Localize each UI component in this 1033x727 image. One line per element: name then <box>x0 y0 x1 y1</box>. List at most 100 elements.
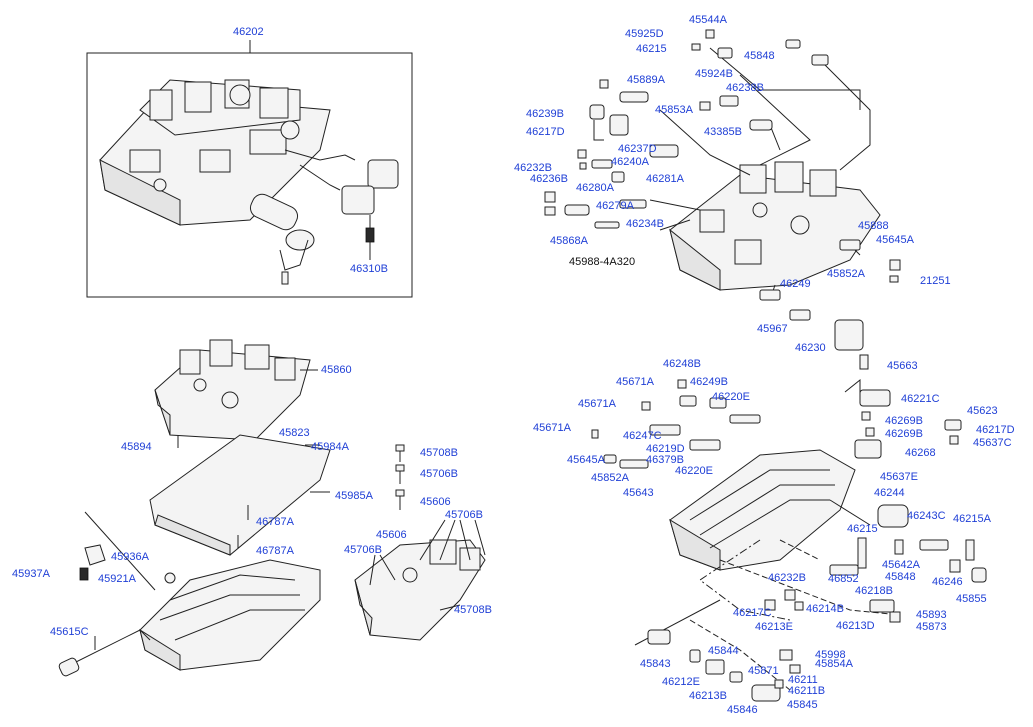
part-label-45925D[interactable]: 45925D <box>625 28 664 40</box>
part-label-45823[interactable]: 45823 <box>279 427 310 439</box>
part-label-46212E[interactable]: 46212E <box>662 676 700 688</box>
part-label-45984A[interactable]: 45984A <box>311 441 349 453</box>
part-label-45846[interactable]: 45846 <box>727 704 758 716</box>
part-label-46217C[interactable]: 46217C <box>733 607 772 619</box>
part-label-45873[interactable]: 45873 <box>916 621 947 633</box>
part-label-45985A[interactable]: 45985A <box>335 490 373 502</box>
part-label-45615C[interactable]: 45615C <box>50 626 89 638</box>
part-label-45645A-1[interactable]: 45645A <box>876 234 914 246</box>
part-label-46217D-2[interactable]: 46217D <box>976 424 1015 436</box>
part-label-46213E[interactable]: 46213E <box>755 621 793 633</box>
part-label-45852A-1[interactable]: 45852A <box>827 268 865 280</box>
part-label-46244[interactable]: 46244 <box>874 487 905 499</box>
part-label-46232B-2[interactable]: 46232B <box>768 572 806 584</box>
part-label-46249-1[interactable]: 46249 <box>780 278 811 290</box>
part-label-46240A[interactable]: 46240A <box>611 156 649 168</box>
part-label-45921A[interactable]: 45921A <box>98 573 136 585</box>
part-label-45843[interactable]: 45843 <box>640 658 671 670</box>
part-label-46379B[interactable]: 46379B <box>646 454 684 466</box>
part-label-46213D[interactable]: 46213D <box>836 620 875 632</box>
part-label-45924B[interactable]: 45924B <box>695 68 733 80</box>
part-label-46213B[interactable]: 46213B <box>689 690 727 702</box>
part-label-45606-2[interactable]: 45606 <box>376 529 407 541</box>
part-label-46268[interactable]: 46268 <box>905 447 936 459</box>
part-label-45706B-3[interactable]: 45706B <box>344 544 382 556</box>
part-label-46269B-1[interactable]: 46269B <box>885 415 923 427</box>
part-label-46215-1[interactable]: 46215 <box>636 43 667 55</box>
part-label-46202[interactable]: 46202 <box>233 26 264 38</box>
part-label-45544A[interactable]: 45544A <box>689 14 727 26</box>
part-label-46237D[interactable]: 46237D <box>618 143 657 155</box>
part-label-45606-1[interactable]: 45606 <box>420 496 451 508</box>
part-label-45708B-1[interactable]: 45708B <box>420 447 458 459</box>
part-label-45848-2[interactable]: 45848 <box>885 571 916 583</box>
part-label-45623[interactable]: 45623 <box>967 405 998 417</box>
part-label-45988-4A320[interactable]: 45988-4A320 <box>569 256 636 268</box>
part-label-45671A-2[interactable]: 45671A <box>578 398 616 410</box>
part-label-45645A-2[interactable]: 45645A <box>567 454 605 466</box>
part-label-46211B[interactable]: 46211B <box>788 685 826 697</box>
part-label-45855[interactable]: 45855 <box>956 593 987 605</box>
part-label-46219D[interactable]: 46219D <box>646 443 685 455</box>
part-label-45888[interactable]: 45888 <box>858 220 889 232</box>
part-label-45967[interactable]: 45967 <box>757 323 788 335</box>
part-label-46280A[interactable]: 46280A <box>576 182 614 194</box>
part-label-46281A[interactable]: 46281A <box>646 173 684 185</box>
part-label-46248B[interactable]: 46248B <box>663 358 701 370</box>
part-label-45894[interactable]: 45894 <box>121 441 152 453</box>
part-label-46310B[interactable]: 46310B <box>350 263 388 275</box>
part-label-45637E[interactable]: 45637E <box>880 471 918 483</box>
part-label-46236B[interactable]: 46236B <box>530 173 568 185</box>
part-label-45848-1[interactable]: 45848 <box>744 50 775 62</box>
part-label-46246[interactable]: 46246 <box>932 576 963 588</box>
part-label-45671A-1[interactable]: 45671A <box>616 376 654 388</box>
part-label-46243C[interactable]: 46243C <box>907 510 946 522</box>
part-label-45868A[interactable]: 45868A <box>550 235 588 247</box>
part-label-45844[interactable]: 45844 <box>708 645 739 657</box>
part-label-46239B[interactable]: 46239B <box>526 108 564 120</box>
part-label-46218B[interactable]: 46218B <box>855 585 893 597</box>
part-label-45706B-2[interactable]: 45706B <box>445 509 483 521</box>
part-label-45936A[interactable]: 45936A <box>111 551 149 563</box>
part-label-46215A[interactable]: 46215A <box>953 513 991 525</box>
part-label-46787A-1[interactable]: 46787A <box>256 516 294 528</box>
part-label-46221C[interactable]: 46221C <box>901 393 940 405</box>
part-label-46217D-1[interactable]: 46217D <box>526 126 565 138</box>
part-label-45893[interactable]: 45893 <box>916 609 947 621</box>
part-label-21251[interactable]: 21251 <box>920 275 951 287</box>
part-label-46215-2[interactable]: 46215 <box>847 523 878 535</box>
part-label-46232B-1[interactable]: 46232B <box>514 162 552 174</box>
part-label-45937A[interactable]: 45937A <box>12 568 50 580</box>
part-label-46234B[interactable]: 46234B <box>626 218 664 230</box>
left-rod-parts <box>58 511 176 677</box>
part-label-45643[interactable]: 45643 <box>623 487 654 499</box>
part-label-46214B[interactable]: 46214B <box>806 603 844 615</box>
part-label-46249B[interactable]: 46249B <box>690 376 728 388</box>
part-label-45637C[interactable]: 45637C <box>973 437 1012 449</box>
part-label-45854A[interactable]: 45854A <box>815 658 853 670</box>
part-label-46211[interactable]: 46211 <box>788 674 818 686</box>
part-label-45642A[interactable]: 45642A <box>882 559 920 571</box>
part-label-45706B-1[interactable]: 45706B <box>420 468 458 480</box>
part-label-45708B-2[interactable]: 45708B <box>454 604 492 616</box>
part-label-46220E-2[interactable]: 46220E <box>675 465 713 477</box>
part-label-46279A[interactable]: 46279A <box>596 200 634 212</box>
part-label-45998[interactable]: 45998 <box>815 649 846 661</box>
part-label-46269B-2[interactable]: 46269B <box>885 428 923 440</box>
part-label-45671A-3[interactable]: 45671A <box>533 422 571 434</box>
part-label-46852[interactable]: 46852 <box>828 573 859 585</box>
part-label-46787A-2[interactable]: 46787A <box>256 545 294 557</box>
part-label-45845[interactable]: 45845 <box>787 699 818 711</box>
part-label-45663[interactable]: 45663 <box>887 360 918 372</box>
part-label-45860[interactable]: 45860 <box>321 364 352 376</box>
upper-right-valve-body <box>669 161 881 291</box>
part-label-45889A[interactable]: 45889A <box>627 74 665 86</box>
part-label-45871[interactable]: 45871 <box>748 665 779 677</box>
part-label-45852A-2[interactable]: 45852A <box>591 472 629 484</box>
part-label-43385B[interactable]: 43385B <box>704 126 742 138</box>
part-label-45853A[interactable]: 45853A <box>655 104 693 116</box>
part-label-46230[interactable]: 46230 <box>795 342 826 354</box>
part-label-46247C[interactable]: 46247C <box>623 430 662 442</box>
part-label-46238B[interactable]: 46238B <box>726 82 764 94</box>
part-label-46220E-1[interactable]: 46220E <box>712 391 750 403</box>
